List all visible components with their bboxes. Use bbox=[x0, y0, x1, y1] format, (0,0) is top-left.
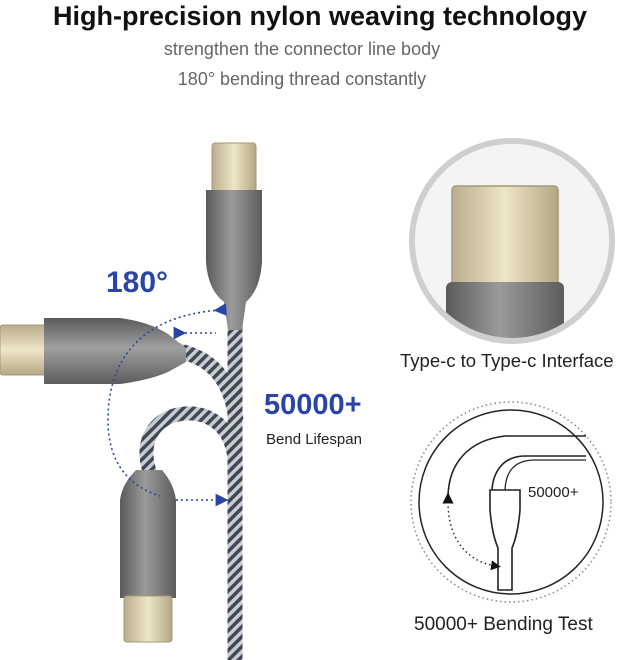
bending-test-diagram bbox=[410, 401, 612, 603]
connector-housing-left bbox=[44, 318, 186, 384]
angle-callout: 180° bbox=[106, 266, 169, 299]
vertical-cable bbox=[206, 142, 262, 660]
usb-c-plug-left bbox=[0, 324, 47, 376]
subtitle-line-2: 180° bending thread constantly bbox=[177, 69, 427, 89]
test-inner-count: 50000+ bbox=[528, 484, 579, 501]
lower-bent-cable bbox=[120, 406, 243, 643]
interface-zoom-circle bbox=[409, 138, 615, 344]
connector-housing-top bbox=[206, 190, 262, 330]
bend-arc-left bbox=[107, 303, 227, 497]
usb-c-plug-bottom bbox=[123, 595, 173, 643]
usb-c-plug-top bbox=[211, 142, 257, 194]
interface-caption: Type-c to Type-c Interface bbox=[400, 350, 614, 371]
bend-lifespan-label: Bend Lifespan bbox=[266, 431, 362, 448]
bending-test-caption: 50000+ Bending Test bbox=[414, 614, 593, 635]
bend-count-callout: 50000+ bbox=[264, 389, 362, 421]
headline: High-precision nylon weaving technology bbox=[52, 1, 588, 31]
left-bent-cable bbox=[0, 318, 244, 422]
connector-housing-bottom bbox=[120, 470, 176, 598]
subtitle-line-1: strengthen the connector line body bbox=[163, 39, 441, 59]
